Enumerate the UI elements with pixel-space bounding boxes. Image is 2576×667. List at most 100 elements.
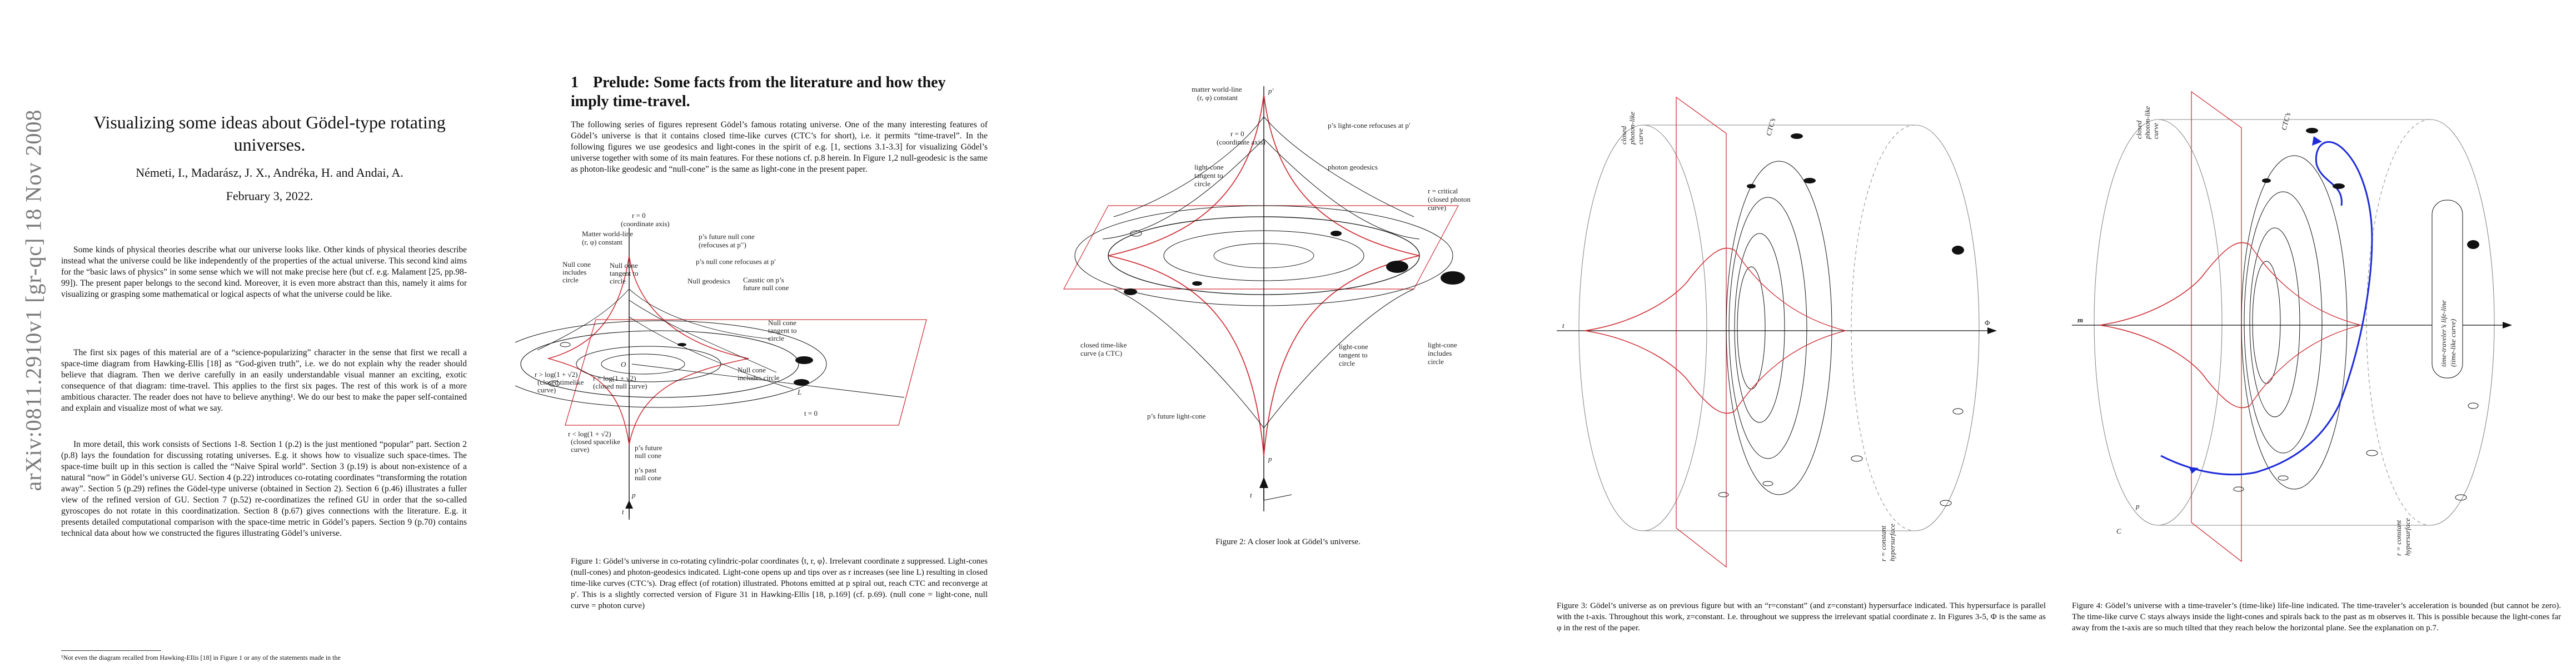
svg-text:matter world-line: matter world-line [1192,85,1242,93]
svg-text:curve: curve [1636,128,1645,145]
svg-text:r = constant: r = constant [2394,520,2403,556]
svg-text:null cone: null cone [635,474,661,482]
svg-text:includes: includes [1428,349,1452,357]
light-cone [2233,486,2244,492]
svg-text:p’s null cone refocuses at p′: p’s null cone refocuses at p′ [696,257,776,266]
future-light-cone [1263,94,1420,456]
light-cone [794,379,809,386]
svg-text:r = 0: r = 0 [1230,130,1244,138]
light-cone [2333,183,2345,189]
svg-text:(time-like curve): (time-like curve) [2449,319,2457,367]
svg-text:circle: circle [610,277,626,285]
light-cone [1386,261,1408,273]
svg-text:L: L [797,388,801,396]
light-cone [2467,240,2479,249]
svg-text:p’s future null cone: p’s future null cone [699,232,755,241]
closed-null-curve [520,330,799,398]
r-constant-plane [2191,91,2242,563]
light-cone [560,342,571,347]
section-number: 1 [571,74,579,91]
light-cone [1130,230,1142,237]
svg-text:p’s future light-cone: p’s future light-cone [1147,412,1206,420]
light-cone [548,380,560,387]
svg-text:tangent to: tangent to [768,326,797,335]
light-cone [1791,133,1803,139]
light-cone [1803,178,1816,183]
svg-text:Null cone: Null cone [738,366,766,374]
paper-title: Visualizing some ideas about Gödel-type … [93,112,446,155]
svg-text:tangent to: tangent to [1194,171,1223,180]
svg-text:curve): curve) [1428,203,1446,212]
abstract-paragraph-1: Some kinds of physical theories describe… [61,245,467,299]
svg-text:p: p [2135,502,2140,510]
svg-text:curve): curve) [571,445,589,454]
svg-text:(r, φ) constant: (r, φ) constant [582,238,622,246]
figure-3: closed photon-like curve CTC’s t Φ r = c… [1557,96,1997,568]
figure-3-labels: closed photon-like curve CTC’s t Φ r = c… [1562,112,1990,561]
closed-spacelike-curve [576,346,721,382]
figure-2-labels: matter world-line (r, φ) constant p’s li… [1080,85,1471,499]
light-cone [1952,408,1964,415]
future-null-cone [629,255,749,445]
light-cone [1762,481,1773,486]
paper-authors: Németi, I., Madarász, J. X., Andréka, H.… [136,166,403,180]
svg-text:r = log(1 + √2): r = log(1 + √2) [593,374,636,382]
light-cone [677,343,686,346]
svg-text:future null cone: future null cone [743,283,789,292]
svg-text:includes circle: includes circle [738,374,780,382]
figure-1-caption: Figure 1: Gödel’s universe in co-rotatin… [571,557,988,610]
svg-text:circle: circle [1428,357,1444,366]
svg-text:Caustic on p’s: Caustic on p’s [743,276,784,284]
r-constant-plane [1676,96,1727,568]
light-cone [1952,246,1964,255]
svg-text:photon-like: photon-like [1628,112,1636,145]
arxiv-stamp[interactable]: arXiv:0811.2910v1 [gr-qc] 18 Nov 2008 [21,109,46,491]
svg-text:p’s light-cone refocuses at p′: p’s light-cone refocuses at p′ [1328,121,1411,130]
svg-text:(closed photon: (closed photon [1428,195,1471,203]
light-cone [1192,281,1202,286]
svg-text:p: p [631,491,636,499]
null-geodesic [629,300,777,373]
svg-text:tangent to: tangent to [1339,351,1368,359]
svg-text:null cone: null cone [635,451,661,460]
line-L [631,364,905,398]
light-cone [1124,288,1137,295]
svg-text:Matter world-line: Matter world-line [582,230,633,238]
page-3: matter world-line (r, φ) constant p’s li… [1030,0,1546,667]
svg-text:light-cone: light-cone [1428,341,1457,349]
abstract-paragraph-3: In more detail, this work consists of Se… [61,440,467,538]
light-cone [1851,455,1863,462]
svg-text:r > log(1 + √2): r > log(1 + √2) [535,370,577,379]
svg-text:(refocuses at p′′): (refocuses at p′′) [699,241,746,249]
photon-geodesic [1102,138,1264,240]
closed-photon-curve [1108,216,1420,295]
t-zero-plane [565,319,927,426]
horizontal-plane [1063,205,1459,290]
svg-text:(r, φ) constant: (r, φ) constant [1197,93,1238,102]
svg-text:t: t [1250,491,1252,499]
light-cone-surface [1584,247,1735,331]
light-cone [2306,128,2318,133]
svg-text:p’s future: p’s future [635,444,662,452]
section-intro: The following series of figures represen… [571,120,988,174]
light-cone [1441,271,1465,285]
svg-text:r = 0: r = 0 [632,211,646,220]
abstract-paragraph-2: The first six pages of this material are… [61,348,467,413]
svg-text:curve (a CTC): curve (a CTC) [1080,349,1122,357]
paper-date: February 3, 2022. [226,189,313,203]
svg-text:m: m [2077,316,2083,324]
light-cone [2455,494,2467,501]
svg-text:p′: p′ [1268,87,1274,95]
svg-text:curve: curve [2151,123,2160,139]
section-title-text: Prelude: Some facts from the literature … [571,74,946,110]
light-cone [2262,178,2271,183]
closed-timelike-curve [1074,205,1453,306]
light-cone [1940,500,1952,506]
figure-4: closed photon-like curve CTC’s m time-tr… [2072,91,2512,563]
svg-text:(closed null curve): (closed null curve) [593,382,647,390]
svg-text:time-traveler’s life-line: time-traveler’s life-line [2439,300,2448,367]
light-cone [1718,492,1729,497]
figure-2: matter world-line (r, φ) constant p’s li… [1063,85,1471,511]
